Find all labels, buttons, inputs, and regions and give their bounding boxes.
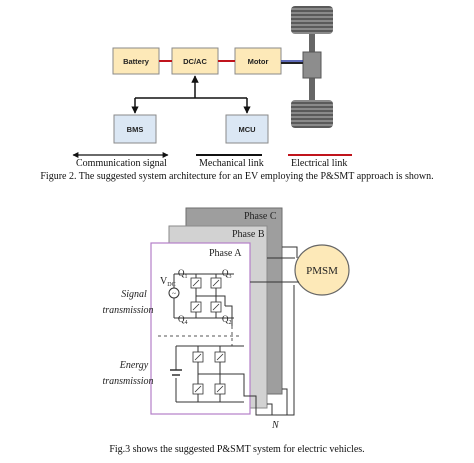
battery-block: Battery	[112, 47, 160, 75]
battery-cell-icon	[170, 369, 182, 376]
switch-q2-icon	[210, 301, 222, 313]
switch-q3-icon	[210, 277, 222, 289]
neutral-phase-b	[267, 403, 273, 415]
pmsm-motor: PMSM	[294, 244, 350, 296]
energy-switches	[192, 351, 226, 395]
rear-left-wheel	[291, 100, 333, 128]
bms-label: BMS	[127, 125, 144, 134]
energy-output-wire	[198, 373, 250, 397]
axle-gearbox	[302, 51, 322, 79]
phase-output-wires	[250, 246, 299, 283]
energy-line1: Energy	[119, 360, 149, 371]
fig2-architecture-diagram: Battery DC/AC Motor BMS MCU	[40, 6, 434, 182]
motor-block: Motor	[234, 47, 282, 75]
q3-label: Q3	[222, 268, 232, 280]
fig3-psmt-diagram: Phase C Phase B Phase A PMSM N	[102, 207, 365, 455]
drivetrain-illustration	[291, 6, 333, 128]
q2-label: Q2	[222, 314, 232, 326]
neutral-bus	[250, 285, 295, 416]
battery-label: Battery	[123, 57, 150, 66]
phase-b-label: Phase B	[232, 229, 265, 240]
neutral-label: N	[271, 420, 280, 431]
figure2-caption: Figure 2. The suggested system architect…	[40, 171, 433, 182]
pmsm-label: PMSM	[306, 265, 338, 277]
coupling-wire	[225, 305, 233, 326]
energy-transmission-label: Energy transmission	[102, 360, 153, 387]
dcac-label: DC/AC	[183, 57, 207, 66]
dcac-block: DC/AC	[171, 47, 219, 75]
neutral-wires	[250, 285, 295, 416]
energy-line2: transmission	[102, 376, 153, 387]
legend: Communication signal Mechanical link Ele…	[72, 152, 352, 169]
communication-signal-arrows	[131, 75, 251, 114]
neutral-phase-c	[282, 388, 288, 415]
switch-q1-icon	[190, 277, 202, 289]
signal-transmission-label: Signal transmission	[102, 289, 153, 316]
signal-h-bridge: VDC ~	[160, 268, 234, 326]
dc-rails	[174, 273, 234, 319]
switch-q4-icon	[190, 301, 202, 313]
energy-switch-3-icon	[192, 383, 204, 395]
energy-switch-1-icon	[192, 351, 204, 363]
front-left-wheel	[291, 6, 333, 34]
legend-communication-text: Communication signal	[76, 158, 167, 169]
legend-mechanical-text: Mechanical link	[199, 158, 264, 169]
vdc-source-icon: ~	[168, 287, 180, 299]
energy-switch-2-icon	[214, 351, 226, 363]
mcu-block: MCU	[225, 114, 269, 144]
energy-switch-4-icon	[214, 383, 226, 395]
mcu-label: MCU	[238, 125, 255, 134]
svg-text:~: ~	[172, 290, 176, 298]
q1-label: Q1	[178, 268, 188, 280]
legend-electrical-text: Electrical link	[291, 158, 347, 169]
motor-label: Motor	[248, 57, 269, 66]
bms-block: BMS	[113, 114, 157, 144]
signal-line2: transmission	[102, 305, 153, 316]
phase-a-label: Phase A	[209, 248, 242, 259]
phase-c-wire	[282, 246, 298, 258]
q4-label: Q4	[178, 314, 188, 326]
vdc-label: VDC	[160, 276, 176, 288]
figure3-caption: Fig.3 shows the suggested P&SMT system f…	[109, 444, 364, 455]
energy-dc-rails	[176, 345, 244, 403]
phase-c-label: Phase C	[244, 211, 277, 222]
signal-line1: Signal	[121, 289, 147, 300]
bridge-output	[196, 295, 226, 306]
